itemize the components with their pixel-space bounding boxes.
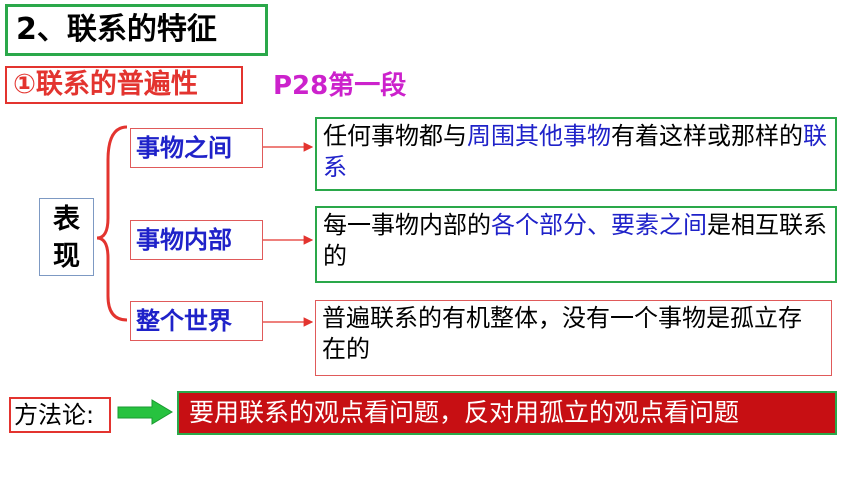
category-label-char: 现	[53, 241, 80, 272]
item-description: 任何事物都与周围其他事物有着这样或那样的联系	[315, 117, 837, 191]
desc-text: 有着这样或那样的	[611, 122, 803, 150]
method-arrow	[117, 399, 173, 425]
desc-text: 每一事物内部的	[323, 211, 491, 239]
category-label: 表 现	[39, 198, 94, 276]
desc-text: 是相互联系的	[323, 211, 827, 270]
brace	[96, 125, 128, 322]
category-label-char: 表	[53, 204, 80, 235]
methodology-text: 要用联系的观点看问题，反对用孤立的观点看问题	[177, 391, 837, 435]
desc-highlight: 联系	[323, 122, 827, 181]
methodology-label: 方法论:	[9, 397, 111, 433]
item-description: 普遍联系的有机整体，没有一个事物是孤立存在的	[315, 300, 832, 376]
desc-highlight: 各个部分、要素之间	[491, 211, 707, 239]
item-label: 事物之间	[130, 128, 263, 168]
page-title: 2、联系的特征	[5, 4, 268, 56]
item-label: 整个世界	[130, 301, 263, 341]
item-description: 每一事物内部的各个部分、要素之间是相互联系的	[315, 206, 837, 283]
page-reference: P28第一段	[273, 71, 407, 101]
desc-text: 普遍联系的有机整体，没有一个事物是孤立存在的	[322, 304, 802, 363]
item-label: 事物内部	[130, 220, 263, 260]
desc-text: 任何事物都与	[323, 122, 467, 150]
section-title: ①联系的普遍性	[5, 66, 243, 104]
desc-highlight: 周围其他事物	[467, 122, 611, 150]
